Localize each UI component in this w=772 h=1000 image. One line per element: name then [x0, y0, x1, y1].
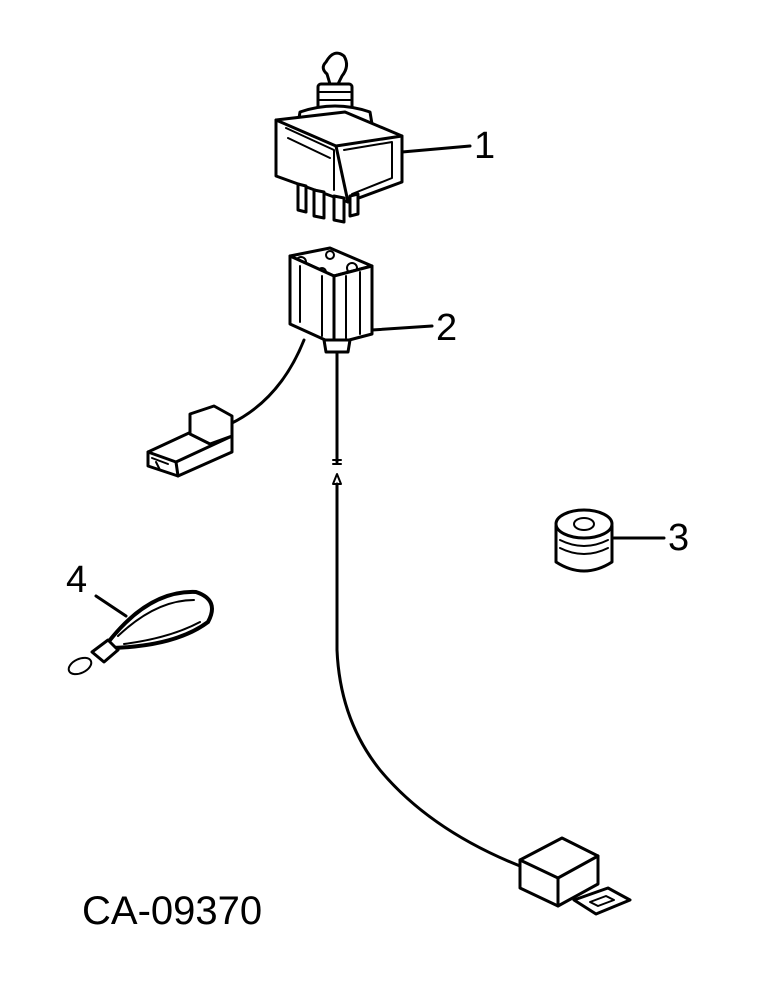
leader-line-4 [94, 594, 128, 618]
grommet-part [554, 508, 614, 573]
drawing-id: CA-09370 [82, 889, 262, 933]
leader-line-1 [400, 144, 472, 154]
cable-strap-part [67, 589, 214, 676]
callout-4: 4 [66, 559, 87, 601]
connector-part [146, 246, 632, 916]
callout-1: 1 [474, 125, 495, 167]
leader-line-2 [370, 324, 434, 332]
callout-2: 2 [436, 307, 457, 349]
callout-3: 3 [668, 517, 689, 559]
toggle-switch-part [274, 51, 404, 224]
